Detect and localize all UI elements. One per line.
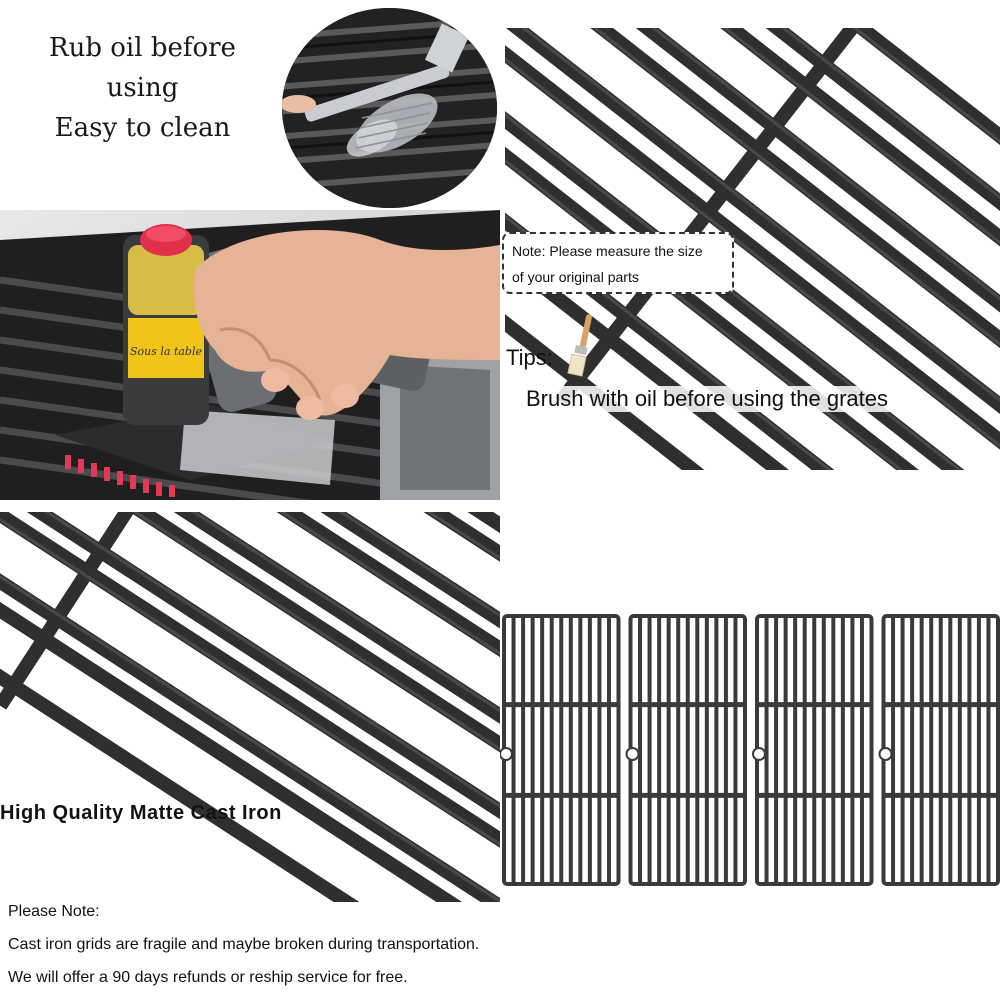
- grill-brush-photo: [282, 8, 497, 208]
- grate-panel: [500, 614, 621, 886]
- please-note-block: Please Note: Cast iron grids are fragile…: [8, 895, 479, 994]
- note-line-1: Note: Please measure the size: [512, 243, 703, 259]
- cast-iron-grate-diagonal: [505, 28, 1000, 470]
- grate-panel: [752, 614, 874, 886]
- grill-brush-illustration: [282, 8, 497, 208]
- grill-cleaner-photo: Sous la table: [0, 210, 500, 500]
- bottle-label-text: Sous la table: [130, 345, 202, 358]
- grate-closeup-right: [505, 28, 1000, 470]
- rub-oil-line: Rub oil before using: [49, 33, 236, 103]
- measure-size-note: Note: Please measure the size of your or…: [502, 232, 734, 294]
- please-note-line-1: Cast iron grids are fragile and maybe br…: [8, 936, 480, 953]
- please-note-line-2: We will offer a 90 days refunds or reshi…: [8, 969, 408, 986]
- please-note-title: Please Note:: [8, 903, 100, 920]
- cast-iron-grate-closeup: [0, 512, 500, 902]
- quality-heading: High Quality Matte Cast Iron: [0, 802, 282, 824]
- grate-panel: [878, 614, 1000, 886]
- rub-oil-caption: Rub oil before using Easy to clean: [10, 28, 275, 148]
- grill-cleaner-illustration: Sous la table: [0, 210, 500, 500]
- grate-panel: [625, 614, 747, 886]
- four-grates-set: [500, 614, 1000, 886]
- pastry-brush-icon: [567, 314, 592, 377]
- grate-closeup-left: [0, 512, 500, 902]
- note-line-2: of your original parts: [512, 269, 639, 285]
- tips-label: Tips:: [506, 345, 553, 370]
- tips-text: Brush with oil before using the grates: [524, 386, 890, 412]
- easy-clean-line: Easy to clean: [54, 113, 231, 143]
